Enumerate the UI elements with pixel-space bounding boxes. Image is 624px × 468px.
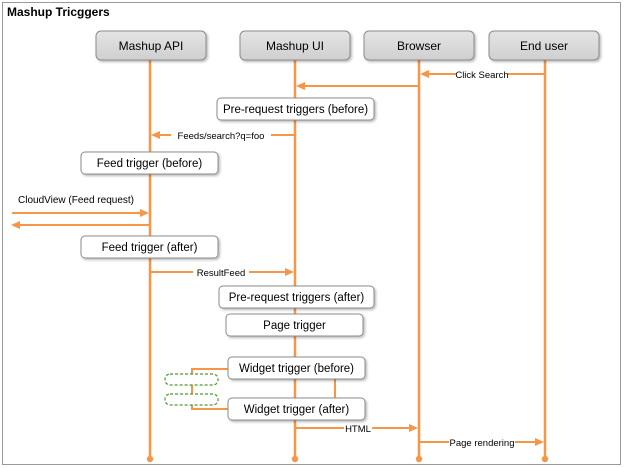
arrow-page-rendering xyxy=(535,438,544,446)
arrow-feeds-query xyxy=(151,131,160,139)
actor-mashup-ui: Mashup UI xyxy=(239,30,351,61)
lifeline-end-dot xyxy=(291,455,299,463)
trigger-feed-before: Feed trigger (before) xyxy=(80,151,219,175)
trigger-label: Feed trigger (before) xyxy=(97,158,203,170)
arrow-click-search xyxy=(420,70,429,78)
trigger-widget-after: Widget trigger (after) xyxy=(227,397,366,421)
actor-label: Mashup API xyxy=(119,39,184,53)
trigger-page: Page trigger xyxy=(225,313,364,337)
actor-label: End user xyxy=(520,39,568,53)
arrow-cloudview-response xyxy=(11,221,20,229)
message-label-cloudview: CloudView (Feed request) xyxy=(18,195,134,206)
actor-label: Mashup UI xyxy=(266,39,324,53)
lifeline-end-dot xyxy=(146,455,154,463)
arrow-cloudview-request xyxy=(140,209,149,217)
actor-browser: Browser xyxy=(363,30,475,61)
lifeline-end-dot xyxy=(415,455,423,463)
arrow-browser-to-ui xyxy=(296,82,305,90)
trigger-label: Pre-request triggers (before) xyxy=(223,104,368,116)
message-label-feeds-query: Feeds/search?q=foo xyxy=(178,131,265,142)
trigger-feed-after: Feed trigger (after) xyxy=(80,235,219,259)
actor-mashup-api: Mashup API xyxy=(95,30,207,61)
widget-placeholder xyxy=(164,393,219,406)
actor-end-user: End user xyxy=(488,30,600,61)
trigger-label: Widget trigger (before) xyxy=(239,363,354,375)
trigger-pre-request-after: Pre-request triggers (after) xyxy=(218,285,375,309)
trigger-label: Pre-request triggers (after) xyxy=(229,292,365,304)
trigger-label: Widget trigger (after) xyxy=(244,404,350,416)
message-label-result-feed: ResultFeed xyxy=(197,268,246,279)
trigger-label: Feed trigger (after) xyxy=(102,242,198,254)
actor-label: Browser xyxy=(397,39,441,53)
message-label-click-search: Click Search xyxy=(455,70,508,81)
trigger-widget-before: Widget trigger (before) xyxy=(227,356,366,380)
trigger-pre-request-before: Pre-request triggers (before) xyxy=(216,97,375,121)
trigger-label: Page trigger xyxy=(263,320,326,332)
message-label-page-rendering: Page rendering xyxy=(450,438,515,449)
diagram-title: Mashup Tricggers xyxy=(7,5,110,19)
lifeline-end-dot xyxy=(541,455,549,463)
arrow-html xyxy=(409,424,418,432)
message-label-html: HTML xyxy=(345,424,371,435)
widget-placeholder xyxy=(164,373,219,386)
arrow-result-feed xyxy=(285,268,294,276)
